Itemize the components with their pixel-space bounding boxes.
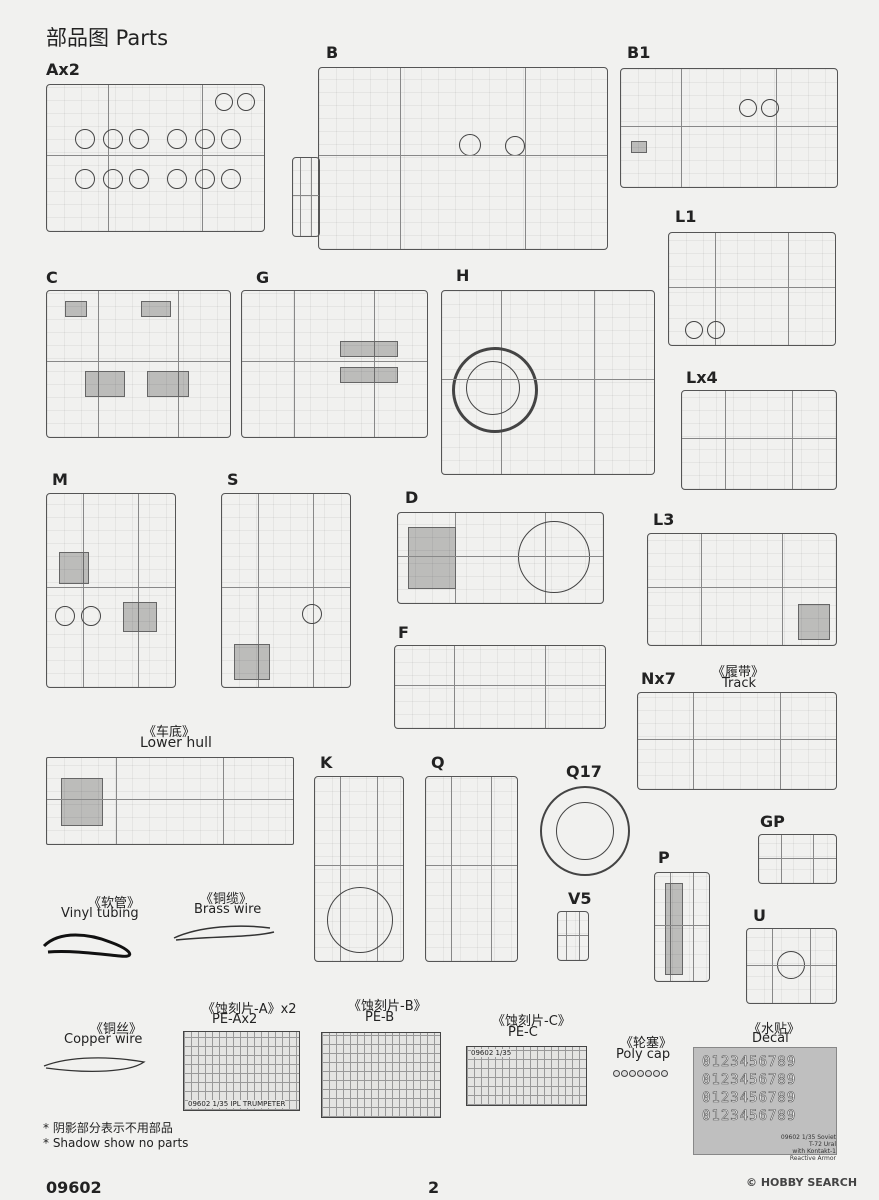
pe-a-plate-label: 09602 1/35 IPL TRUMPETER <box>188 1100 286 1108</box>
poly-caption-cn: 《轮塞》 <box>620 1036 673 1051</box>
sprue-label-s: S <box>227 470 239 489</box>
pe-a-caption-en: PE-Ax2 <box>212 1012 258 1027</box>
vinyl-tubing-icon <box>42 933 132 958</box>
copper-wire-icon <box>43 1057 146 1073</box>
sprue-c <box>46 290 231 438</box>
sprue-label-m: M <box>52 470 68 489</box>
poly-caption-en: Poly cap <box>616 1047 671 1062</box>
vinyl-caption-cn: 《软管》 <box>88 896 141 911</box>
sprue-label-d: D <box>405 488 419 507</box>
pe-a-plate: 09602 1/35 IPL TRUMPETER <box>183 1031 300 1111</box>
sprue-label-q17: Q17 <box>566 762 602 781</box>
pe-c-plate-label: 09602 1/35 <box>471 1049 512 1057</box>
q17-turret-ring <box>540 786 630 876</box>
sprue-f <box>394 645 606 729</box>
decal-digits-row-1: 0123456789 <box>702 1054 797 1071</box>
sprue-label-p: P <box>658 848 670 867</box>
sprue-label-l3: L3 <box>653 510 675 529</box>
copper-caption-en: Copper wire <box>64 1032 143 1047</box>
sprue-h <box>441 290 655 475</box>
pe-c-caption-cn: 《蚀刻片-C》 <box>492 1014 571 1029</box>
pe-c-caption-en: PE-C <box>508 1025 538 1040</box>
sprue-label-gp: GP <box>760 812 785 831</box>
sprue-label-nx7: Nx7 <box>641 669 676 688</box>
sprue-label-g: G <box>256 268 270 287</box>
decal-caption-en: Decal <box>752 1031 789 1046</box>
note-cn: * 阴影部分表示不用部品 <box>43 1121 173 1135</box>
sprue-nx7 <box>637 692 837 790</box>
decal-note-line-2: with Kontakt-1 Reactive Armor <box>789 1148 836 1162</box>
sprue-v5 <box>557 911 589 961</box>
sprue-label-q: Q <box>431 753 445 772</box>
sprue-p <box>654 872 710 982</box>
watermark: © HOBBY SEARCH <box>746 1176 858 1189</box>
sprue-label-lx4: Lx4 <box>686 368 718 387</box>
sprue-l3 <box>647 533 837 646</box>
lower-hull <box>46 757 294 845</box>
decal-digits-row-4: 0123456789 <box>702 1108 797 1125</box>
sprue-label-c: C <box>46 268 58 287</box>
sprue-label-b1: B1 <box>627 43 651 62</box>
sprue-k <box>314 776 404 962</box>
vinyl-caption-en: Vinyl tubing <box>61 906 139 921</box>
sprue-g <box>241 290 428 438</box>
sprue-gp <box>758 834 837 884</box>
track-caption-cn: 《履带》 <box>712 665 765 680</box>
pe-a-caption-cn: 《蚀刻片-A》x2 <box>202 1002 297 1017</box>
pe-b-caption-en: PE-B <box>365 1010 395 1025</box>
poly-caps <box>613 1068 673 1086</box>
sprue-b-extension <box>292 157 320 237</box>
track-caption-en: Track <box>722 676 757 691</box>
sprue-label-ax2: Ax2 <box>46 60 80 79</box>
sprue-label-h: H <box>456 266 470 285</box>
copper-caption-cn: 《铜丝》 <box>90 1022 143 1037</box>
sprue-l1 <box>668 232 836 346</box>
pe-b-caption-cn: 《蚀刻片-B》 <box>348 999 427 1014</box>
pe-b-plate <box>321 1032 441 1118</box>
sprue-ax2 <box>46 84 265 232</box>
sprue-label-k: K <box>320 753 333 772</box>
lower-hull-caption-en: Lower hull <box>140 735 212 751</box>
footer-code: 09602 <box>46 1178 102 1197</box>
sprue-label-l1: L1 <box>675 207 697 226</box>
decal-sheet: 0123456789 0123456789 0123456789 0123456… <box>693 1047 837 1162</box>
page-title: 部品图 Parts <box>46 26 169 50</box>
pe-c-plate: 09602 1/35 <box>466 1046 587 1106</box>
page-number: 2 <box>428 1178 440 1197</box>
sprue-label-u: U <box>753 906 766 925</box>
sprue-d <box>397 512 604 604</box>
lower-hull-caption-cn: 《车底》 <box>143 725 196 740</box>
decal-digits-row-2: 0123456789 <box>702 1072 797 1089</box>
sprue-q <box>425 776 518 962</box>
decal-digits-row-3: 0123456789 <box>702 1090 797 1107</box>
brass-wire-icon <box>173 925 275 941</box>
sprue-label-f: F <box>398 623 409 642</box>
sprue-label-v5: V5 <box>568 889 592 908</box>
sprue-label-b: B <box>326 43 339 62</box>
decal-caption-cn: 《水贴》 <box>748 1022 801 1037</box>
brass-caption-en: Brass wire <box>194 902 262 917</box>
note-en: * Shadow show no parts <box>43 1136 189 1150</box>
sprue-m <box>46 493 176 688</box>
sprue-s <box>221 493 351 688</box>
decal-note-line-1: 09602 1/35 Soviet T-72 Ural <box>780 1134 836 1148</box>
sprue-b1 <box>620 68 838 188</box>
sprue-u <box>746 928 837 1004</box>
sprue-b <box>318 67 608 250</box>
brass-caption-cn: 《铜缆》 <box>200 892 253 907</box>
sprue-lx4 <box>681 390 837 490</box>
